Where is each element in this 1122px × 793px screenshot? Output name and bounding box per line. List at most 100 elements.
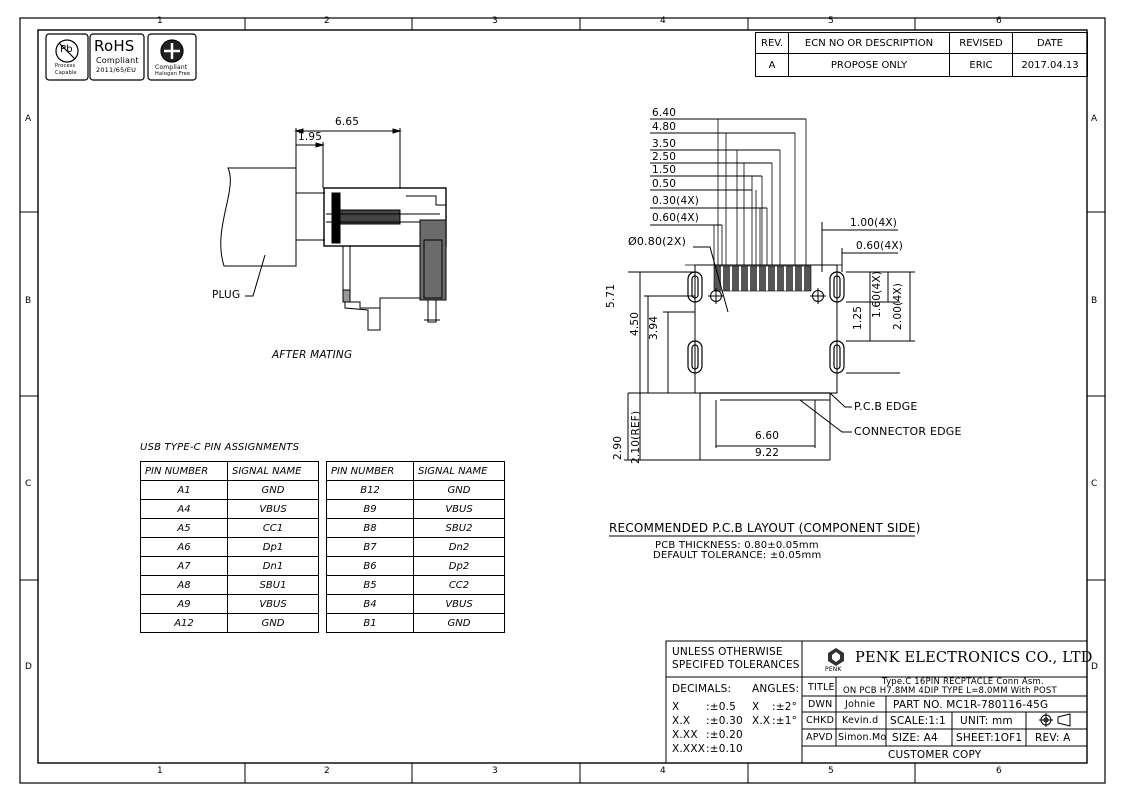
revised-value: ERIC <box>949 53 1013 77</box>
rohs-code: 2011/65/EU <box>96 66 137 74</box>
revision-header-row: REV. ECN NO OR DESCRIPTION REVISED DATE <box>755 32 1088 54</box>
smd-pad-outlines <box>713 265 812 292</box>
penk-logo-icon <box>828 648 844 666</box>
tolerance-header: SPECIFED TOLERANCES <box>672 659 800 671</box>
pcb-layout-title: RECOMMENDED P.C.B LAYOUT (COMPONENT SIDE… <box>609 521 921 535</box>
pin-number: A12 <box>140 613 228 633</box>
pin-number: B7 <box>326 537 414 557</box>
mounting-slots <box>687 271 845 374</box>
dec-row-label: X.XXX <box>672 743 706 755</box>
title-line-1: Type.C 16PIN RECPTACLE Conn Asm. <box>882 677 1044 687</box>
dec-row-label: X.XX <box>672 729 698 741</box>
projection-symbol-icon <box>1039 713 1071 727</box>
signal-name: VBUS <box>227 594 319 614</box>
dim-1-50: 1.50 <box>652 164 677 176</box>
scale: SCALE:1:1 <box>890 715 946 727</box>
size: SIZE: A4 <box>892 732 938 744</box>
signal-name: GND <box>413 613 505 633</box>
revision-row: A PROPOSE ONLY ERIC 2017.04.13 <box>755 53 1088 77</box>
pin-number-header: PIN NUMBER <box>326 461 414 481</box>
ecn-value: PROPOSE ONLY <box>788 53 950 77</box>
dim-9-22: 9.22 <box>755 447 780 459</box>
date-value: 2017.04.13 <box>1012 53 1088 77</box>
halogen-caption: Halogen Free <box>155 71 191 77</box>
signal-name-header: SIGNAL NAME <box>227 461 319 481</box>
pin-number: B1 <box>326 613 414 633</box>
signal-name: GND <box>227 480 319 500</box>
signal-name: CC2 <box>413 575 505 595</box>
col-label-top: 2 <box>324 16 330 26</box>
tolerance-header: UNLESS OTHERWISE <box>672 646 783 658</box>
plug-outline <box>220 167 297 267</box>
rev-header: REV. <box>755 32 789 54</box>
apvd-name: Simon.Mo <box>838 732 887 743</box>
dim-1-25: 1.25 <box>852 305 864 330</box>
pin-table-header: PIN NUMBER SIGNAL NAME <box>140 461 319 481</box>
pin-table-header: PIN NUMBER SIGNAL NAME <box>326 461 505 481</box>
dim-0-60-4x-right: 0.60(4X) <box>856 240 904 252</box>
dim-1-00-4x: 1.00(4X) <box>850 217 898 229</box>
dim-0-50: 0.50 <box>652 178 677 190</box>
signal-name: Dn1 <box>227 556 319 576</box>
pin-number: A5 <box>140 518 228 538</box>
col-label-top: 6 <box>996 16 1002 26</box>
dec-row-label: X <box>672 701 680 713</box>
dim-4-80: 4.80 <box>652 121 677 133</box>
dwn-label: DWN <box>808 699 833 710</box>
dim-0-60-4x: 0.60(4X) <box>652 212 700 224</box>
unit: UNIT: mm <box>960 715 1013 727</box>
dim-2-00-4x: 2.00(4X) <box>892 282 904 330</box>
sheet: SHEET:1OF1 <box>956 732 1023 744</box>
outer-border <box>19 17 1106 784</box>
signal-name: SBU1 <box>227 575 319 595</box>
col-label-top: 1 <box>157 16 163 26</box>
dim-offset: 1.95 <box>298 131 323 143</box>
pin-number: A8 <box>140 575 228 595</box>
dim-1-60-4x: 1.60(4X) <box>871 270 883 318</box>
dim-4-50: 4.50 <box>629 311 641 336</box>
row-label-right: A <box>1091 114 1098 124</box>
col-label-bottom: 2 <box>324 766 330 776</box>
pb-caption: Capable <box>55 70 77 76</box>
date-header: DATE <box>1012 32 1088 54</box>
dec-row-value: :±0.30 <box>706 715 743 727</box>
rev-value: A <box>755 53 789 77</box>
col-label-bottom: 6 <box>996 766 1002 776</box>
chkd-label: CHKD <box>806 715 835 726</box>
dim-2-50: 2.50 <box>652 151 677 163</box>
halogen-caption: Compliant <box>155 64 188 71</box>
dim-overall: 6.65 <box>335 116 360 128</box>
rohs-title: RoHS <box>94 37 135 55</box>
dim-2-10-ref: 2.10(REF) <box>630 410 642 464</box>
decimals-label: DECIMALS: <box>672 683 732 695</box>
chkd-name: Kevin.d <box>842 715 879 726</box>
ecn-header: ECN NO OR DESCRIPTION <box>788 32 950 54</box>
part-number: PART NO. MC1R-780116-45G <box>893 699 1049 711</box>
signal-name-header: SIGNAL NAME <box>413 461 505 481</box>
badge-graphics <box>45 33 197 81</box>
logo-text: PENK <box>825 666 842 673</box>
apvd-label: APVD <box>806 732 833 743</box>
plug-label: PLUG <box>212 289 241 301</box>
title-block-lines <box>665 640 1088 764</box>
revised-header: REVISED <box>949 32 1013 54</box>
side-view-caption: AFTER MATING <box>272 349 353 361</box>
pin-number: B8 <box>326 518 414 538</box>
pb-symbol: Pb <box>60 44 73 55</box>
pcb-note-tolerance: DEFAULT TOLERANCE: ±0.05mm <box>653 550 822 561</box>
signal-name: Dp1 <box>227 537 319 557</box>
pin-number: A9 <box>140 594 228 614</box>
dim-0-30-4x: 0.30(4X) <box>652 195 700 207</box>
title-label: TITLE <box>808 682 835 693</box>
dim-2-90: 2.90 <box>612 435 624 460</box>
